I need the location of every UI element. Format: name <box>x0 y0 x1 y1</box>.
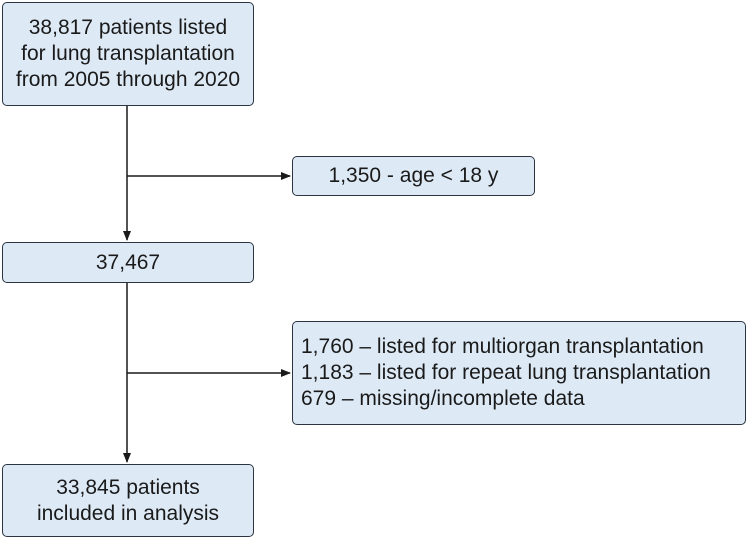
box-exclusion-age: 1,350 - age < 18 y <box>292 156 535 196</box>
box-start-line-2: for lung transplantation <box>21 42 235 65</box>
box-start-line-3: from 2005 through 2020 <box>15 68 241 91</box>
box-start-listed-patients: 38,817 patients listed for lung transpla… <box>2 2 254 106</box>
box-middle-line-1: 37,467 <box>95 250 161 274</box>
exclusion-2-line-1: 1,760 – listed for multiorgan transplant… <box>301 335 704 358</box>
box-final-line-1: 33,845 patients <box>56 475 200 499</box>
box-final-included: 33,845 patients included in analysis <box>2 464 254 537</box>
box-start-line-1: 38,817 patients listed <box>28 16 228 39</box>
box-middle-count: 37,467 <box>2 242 254 283</box>
exclusion-1-line-1: 1,350 - age < 18 y <box>328 164 499 187</box>
box-final-line-2: included in analysis <box>36 501 220 525</box>
exclusion-2-line-2: 1,183 – listed for repeat lung transplan… <box>301 361 711 384</box>
box-exclusion-multiple: 1,760 – listed for multiorgan transplant… <box>292 321 746 425</box>
exclusion-2-line-3: 679 – missing/incomplete data <box>301 387 585 410</box>
